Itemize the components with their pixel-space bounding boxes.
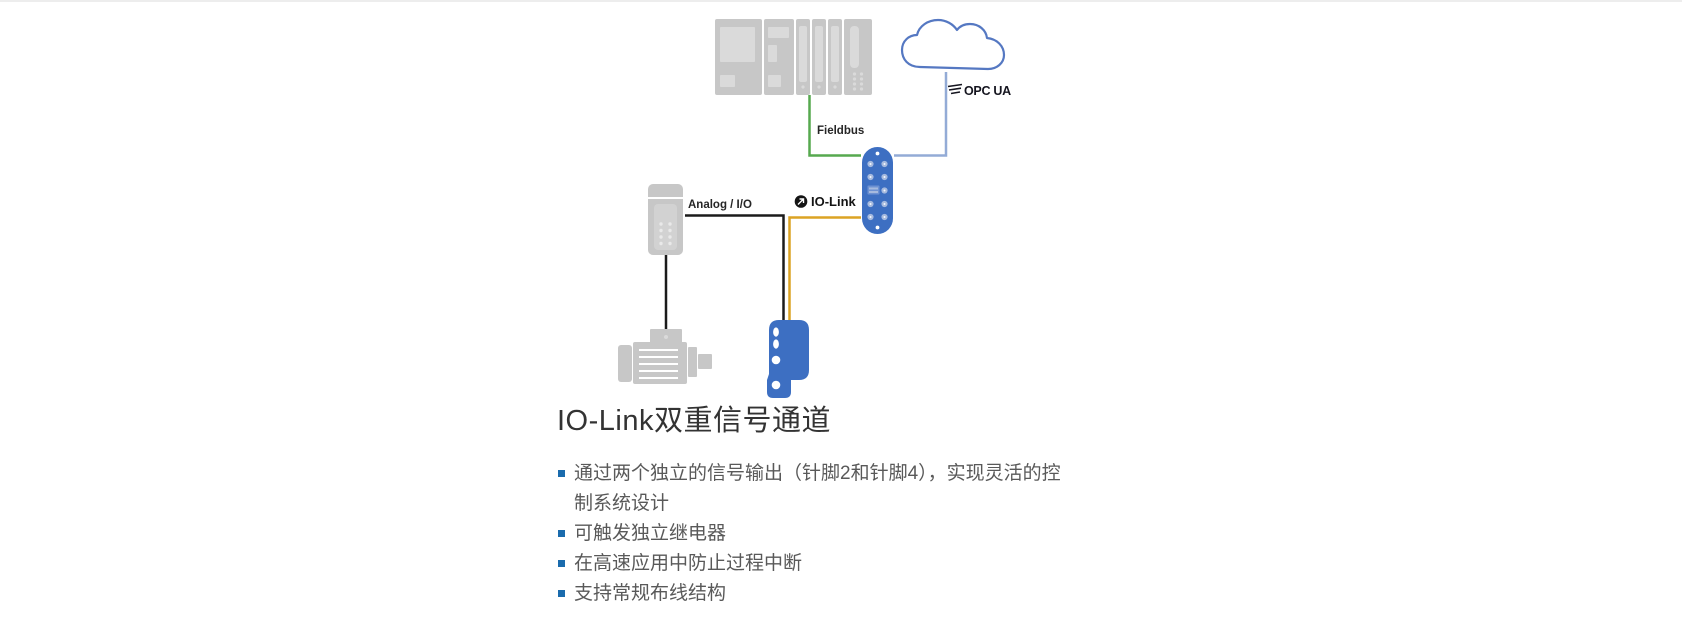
list-item-text: 通过两个独立的信号输出（针脚2和针脚4），实现灵活的控制系统设计 <box>574 463 1061 514</box>
analog-io-label: Analog / I/O <box>688 199 752 211</box>
cloud-icon <box>900 18 1006 71</box>
io-link-sensor-icon <box>767 320 809 398</box>
iolink-line <box>788 216 861 321</box>
motor-icon <box>618 329 712 384</box>
opcua-line <box>894 72 948 157</box>
plc-controller-icon <box>715 19 872 95</box>
list-item-text: 在高速应用中防止过程中断 <box>574 553 803 574</box>
bullet-square-icon <box>558 530 565 537</box>
analog-io-device-icon <box>648 184 683 255</box>
bullet-square-icon <box>558 470 565 477</box>
bullet-square-icon <box>558 560 565 567</box>
opc-ua-swoosh-icon <box>947 83 963 95</box>
list-item: 在高速应用中防止过程中断 <box>557 549 1069 579</box>
list-item: 通过两个独立的信号输出（针脚2和针脚4），实现灵活的控制系统设计 <box>557 459 1069 519</box>
fieldbus-label: Fieldbus <box>817 125 864 137</box>
io-link-label: IO-Link <box>811 194 857 209</box>
page-title: IO-Link双重信号通道 <box>557 405 831 437</box>
fieldbus-line <box>808 95 861 157</box>
list-item-text: 支持常规布线结构 <box>574 583 727 604</box>
list-item-text: 可触发独立继电器 <box>574 523 727 544</box>
topology-diagram: OPC UA Fieldbus Analog / I/O IO-Link <box>540 12 1020 404</box>
analog-line <box>685 214 785 321</box>
feature-bullet-list: 通过两个独立的信号输出（针脚2和针脚4），实现灵活的控制系统设计 可触发独立继电… <box>557 459 1069 609</box>
list-item: 支持常规布线结构 <box>557 579 1069 609</box>
list-item: 可触发独立继电器 <box>557 519 1069 549</box>
opc-ua-logo: OPC UA <box>947 83 1011 98</box>
bullet-square-icon <box>558 590 565 597</box>
io-link-master-icon <box>862 147 893 234</box>
io-link-logo: IO-Link <box>794 194 857 209</box>
opc-ua-label: OPC UA <box>964 84 1011 98</box>
topology-diagram-svg: OPC UA Fieldbus Analog / I/O IO-Link <box>618 18 1011 398</box>
